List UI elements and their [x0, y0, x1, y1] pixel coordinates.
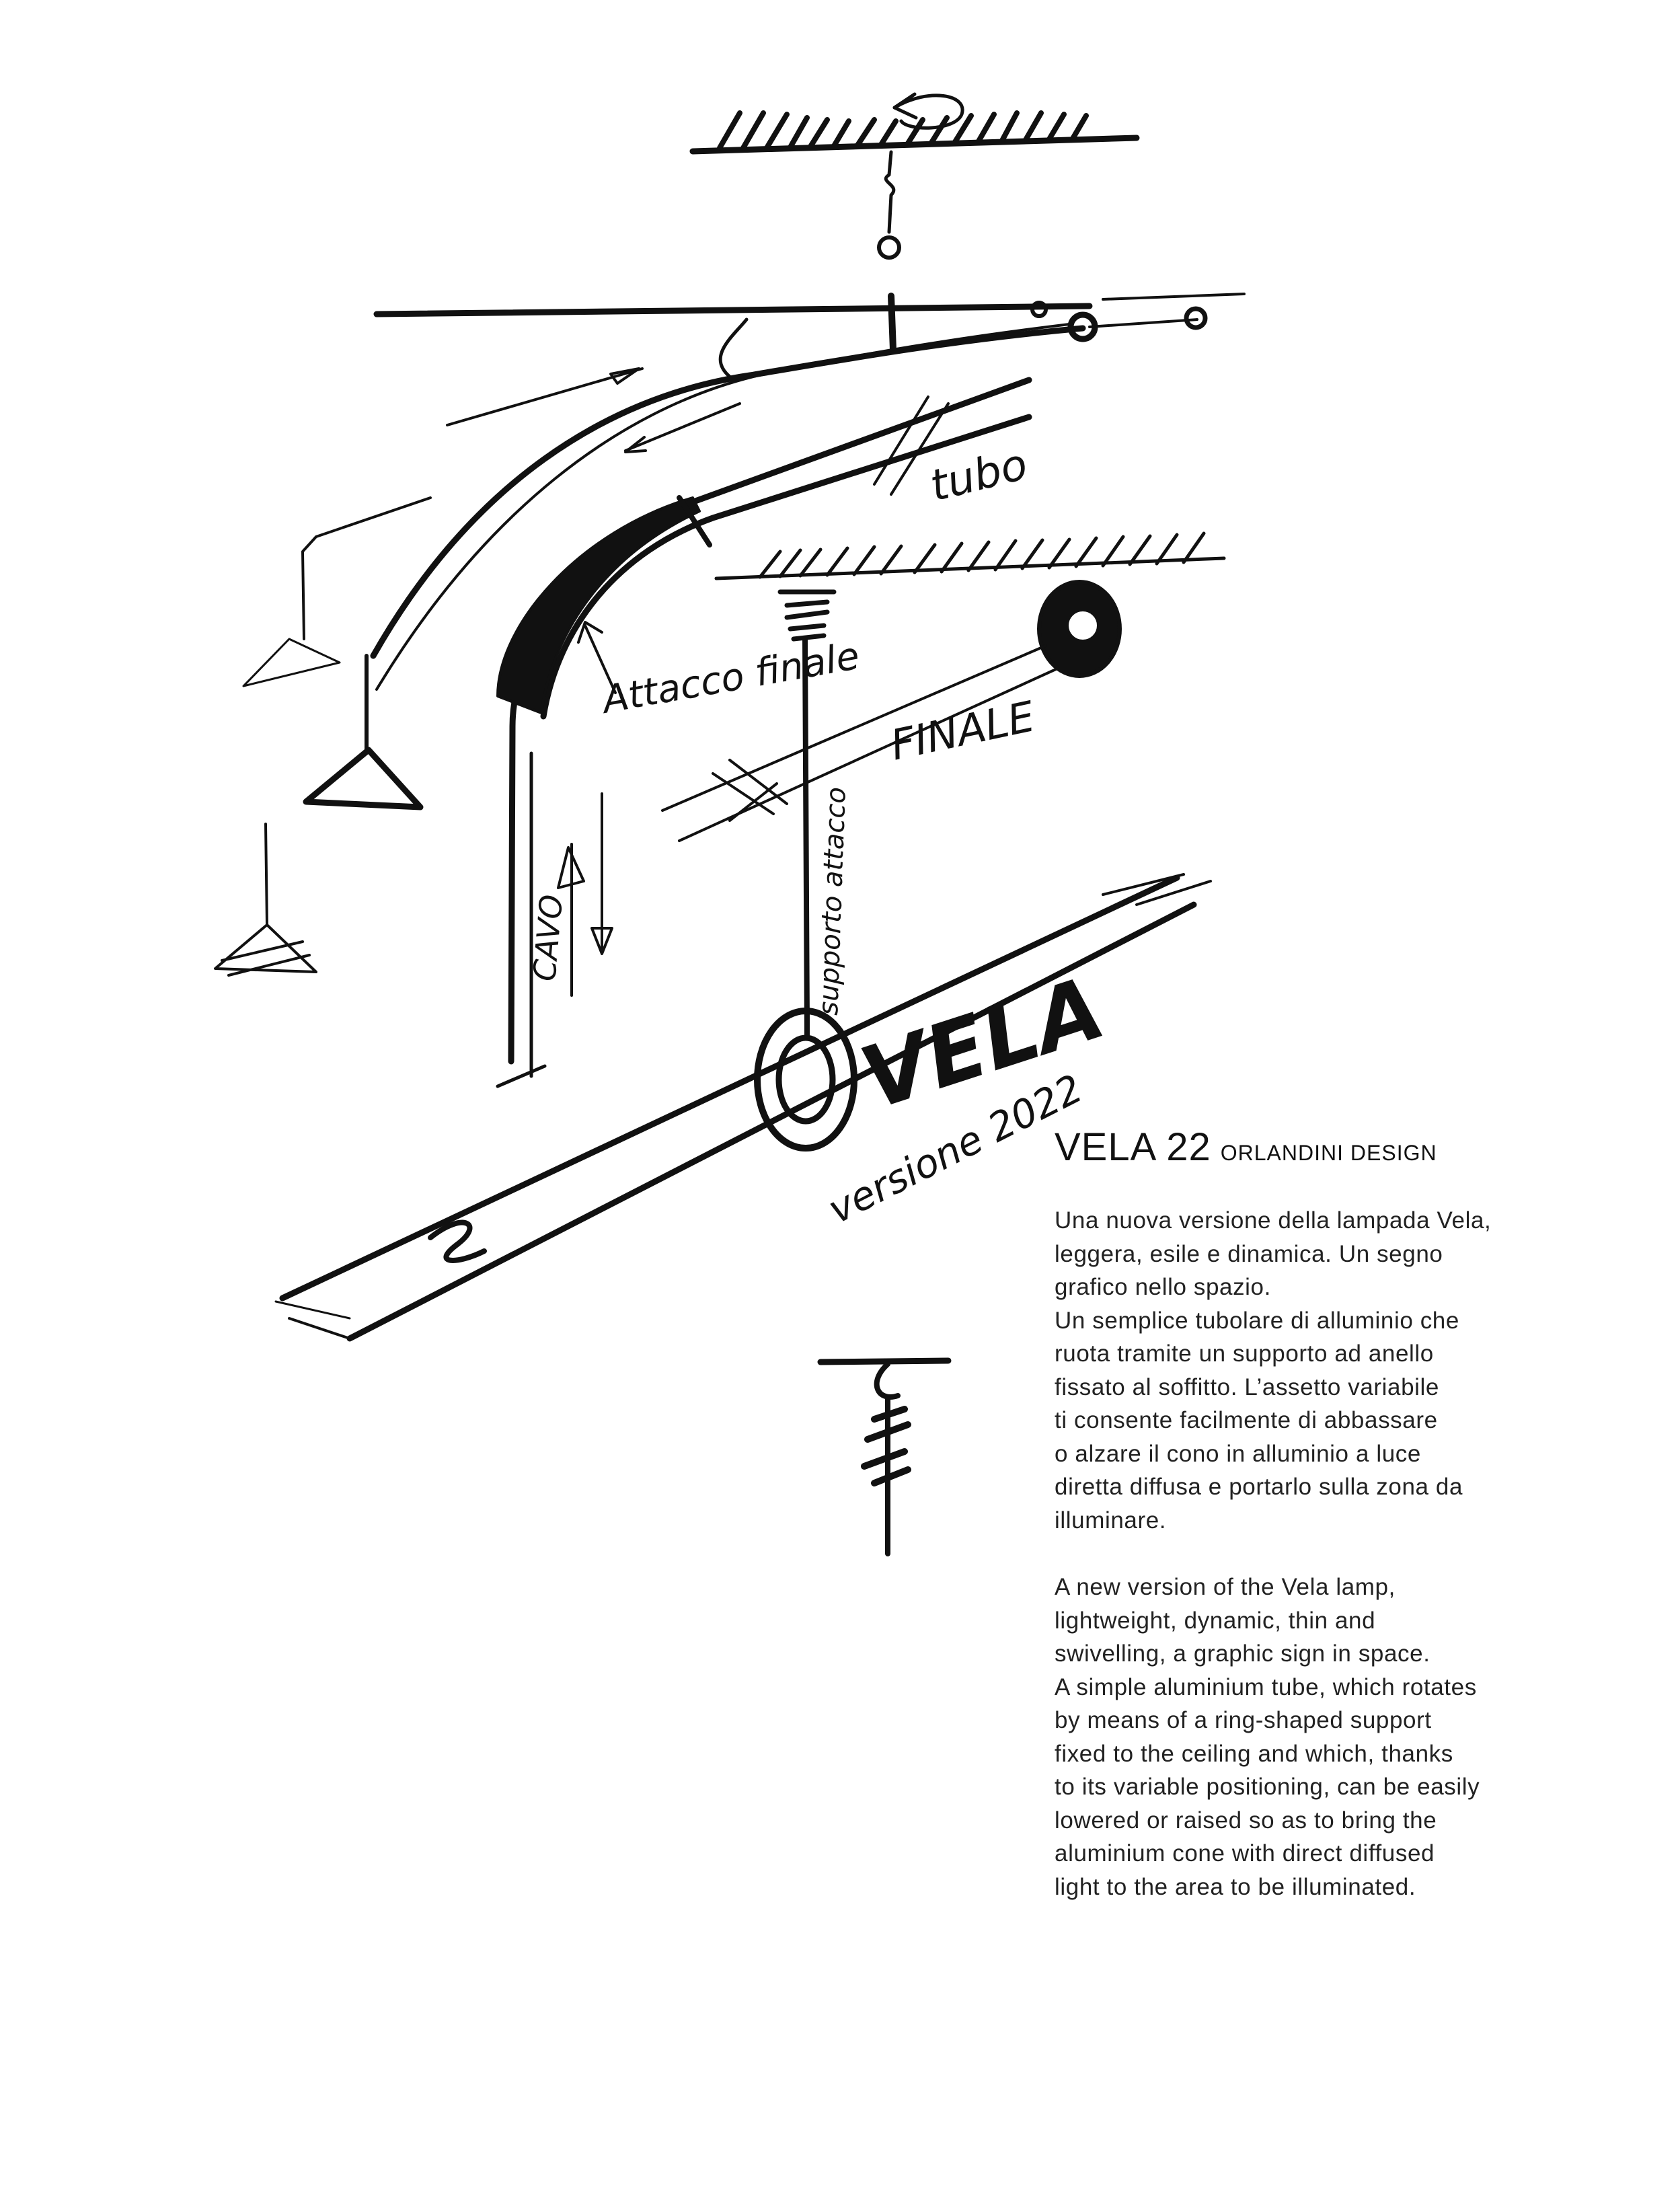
sketch-label-tubo: tubo [925, 440, 1032, 512]
description-italian: Una nuova versione della lampada Vela, l… [1055, 1204, 1552, 1537]
product-heading: VELA 22 ORLANDINI DESIGN [1055, 1125, 1646, 1170]
description-english: A new version of the Vela lamp, lightwei… [1055, 1571, 1552, 1903]
designer-name: ORLANDINI DESIGN [1220, 1141, 1437, 1165]
lower-tube-sketch [274, 873, 1212, 1556]
text-line: Una nuova versione della lampada Vela, [1055, 1207, 1492, 1234]
text-line: o alzare il cono in alluminio a luce [1055, 1440, 1421, 1467]
text-line: grafico nello spazio. [1055, 1274, 1271, 1300]
bent-tube-sketch [496, 377, 1032, 1088]
upper-tube-sketch [214, 293, 1246, 977]
text-line: fixed to the ceiling and which, thanks [1055, 1740, 1453, 1767]
text-line: to its variable positioning, can be easi… [1055, 1774, 1480, 1800]
text-line: swivelling, a graphic sign in space. [1055, 1640, 1430, 1667]
text-line: A simple aluminium tube, which rotates [1055, 1673, 1477, 1700]
text-line: illuminare. [1055, 1507, 1167, 1534]
text-line: A new version of the Vela lamp, [1055, 1574, 1396, 1600]
text-line: diretta diffusa e portarlo sulla zona da [1055, 1474, 1463, 1500]
sketch-label-cavo: CAVO [526, 893, 570, 983]
text-line: aluminium cone with direct diffused [1055, 1840, 1435, 1866]
ceiling-hatch-top [689, 92, 1140, 260]
product-title: VELA 22 [1055, 1125, 1211, 1169]
text-line: fissato al soffitto. L’assetto variabile [1055, 1373, 1439, 1400]
text-line: lowered or raised so as to bring the [1055, 1807, 1437, 1834]
text-line: ruota tramite un supporto ad anello [1055, 1341, 1434, 1367]
ceiling-hatch-middle [661, 531, 1226, 1028]
text-line: by means of a ring-shaped support [1055, 1707, 1432, 1733]
text-line: ti consente facilmente di abbassare [1055, 1407, 1438, 1433]
text-line: lightweight, dynamic, thin and [1055, 1607, 1376, 1634]
sketch-label-supporto-attacco: supporto attacco [813, 786, 852, 1016]
text-line: light to the area to be illuminated. [1055, 1873, 1416, 1900]
sketch-label-attacco-finale: Attacco finale [597, 634, 863, 723]
text-line: leggera, esile e dinamica. Un segno [1055, 1240, 1443, 1267]
text-line: Un semplice tubolare di alluminio che [1055, 1307, 1459, 1334]
